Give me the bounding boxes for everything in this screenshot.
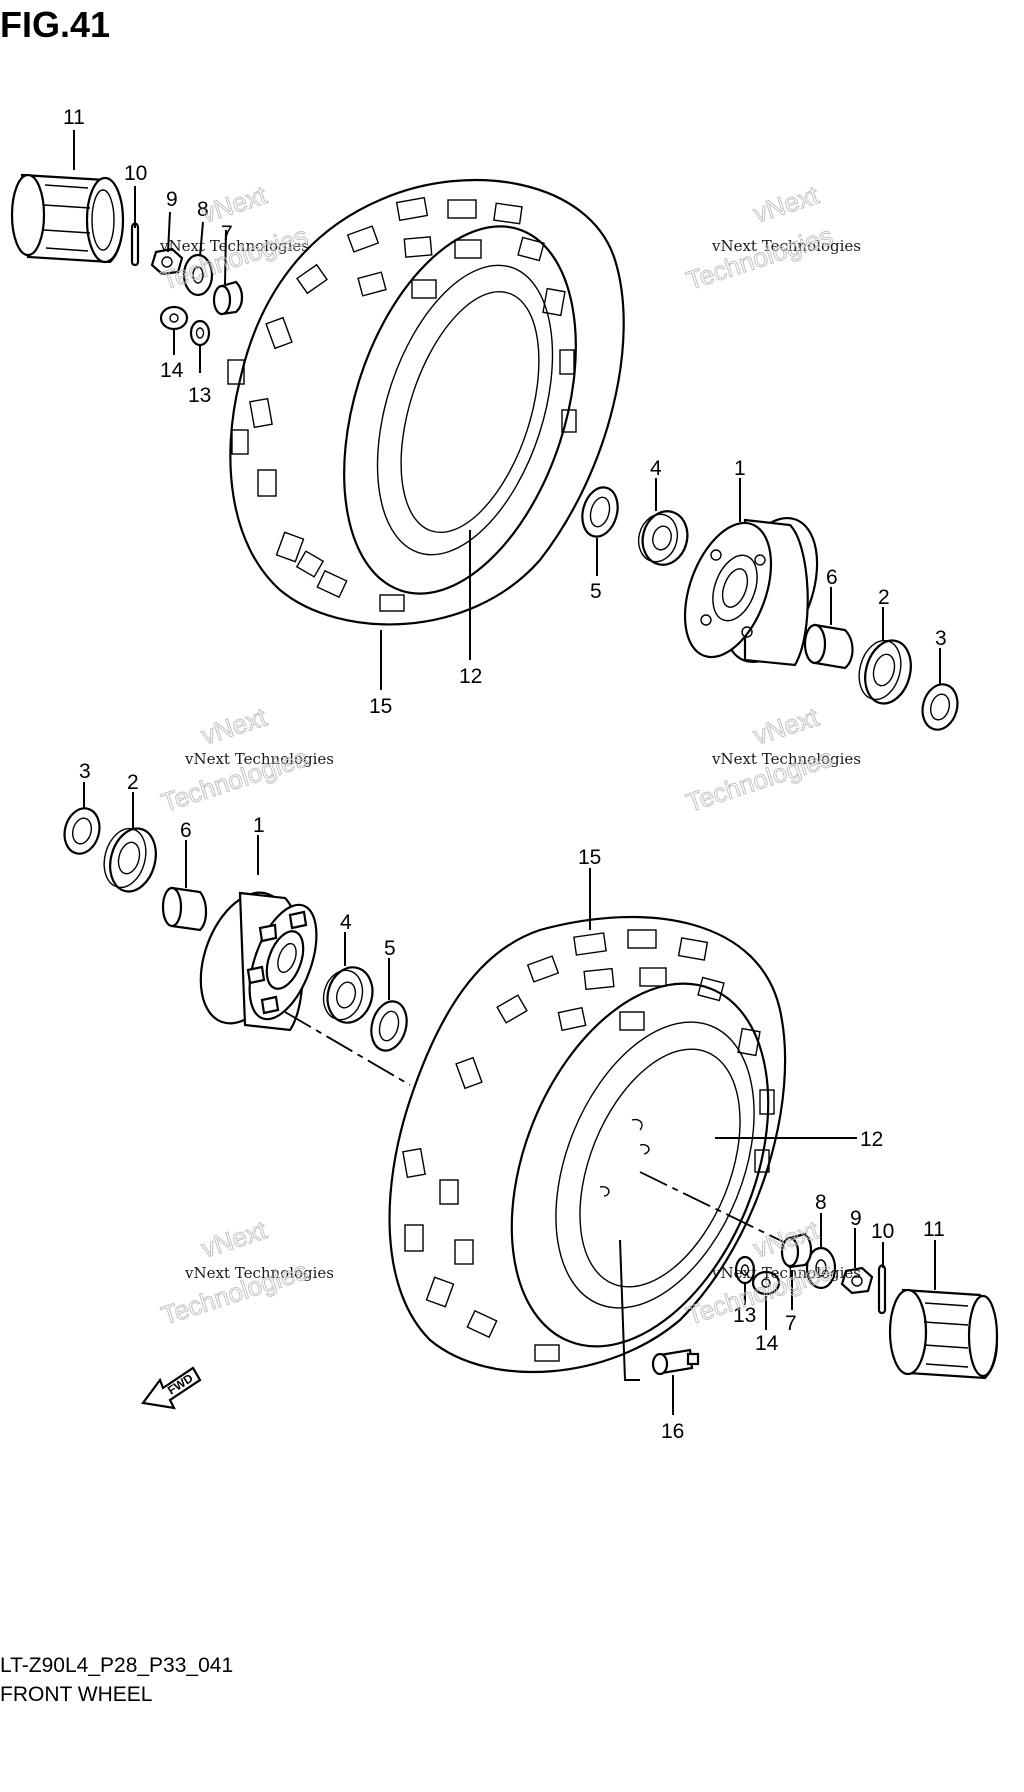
wheel-hub-upper <box>683 516 819 667</box>
upper-wheel-assembly <box>10 130 959 731</box>
callouts-bottom: 3 2 6 1 4 5 15 12 8 9 10 11 13 7 14 16 <box>79 760 945 1443</box>
watermark-5: vNext Technologies vNext Technologies <box>157 1214 334 1331</box>
tire-upper <box>227 178 625 626</box>
spacer-6-upper <box>803 623 854 670</box>
figure-name: FRONT WHEEL <box>0 1683 153 1706</box>
callout-10-bottom: 10 <box>871 1220 894 1243</box>
watermark-3: vNext Technologies vNext Technologies <box>157 701 334 818</box>
callout-16-bottom: 16 <box>661 1420 684 1443</box>
fwd-direction-arrow: FWD <box>141 1366 202 1410</box>
spacer-6-lower <box>161 886 208 932</box>
callout-2-top: 2 <box>878 586 890 609</box>
watermark-text: vNext Technologies <box>711 1264 861 1282</box>
nut-9-upper <box>150 247 184 276</box>
callout-3-bottom: 3 <box>79 760 91 783</box>
watermark-outline-a: vNext <box>198 179 271 228</box>
watermark-outline-a: vNext <box>198 1214 271 1263</box>
callout-9-bottom: 9 <box>850 1207 862 1230</box>
callout-10-top: 10 <box>124 162 147 185</box>
callout-14-top: 14 <box>160 359 184 382</box>
callout-13-top: 13 <box>188 384 211 407</box>
callout-15-bottom: 15 <box>578 846 601 869</box>
callouts-top: 11 10 9 8 7 14 13 4 1 5 6 2 3 12 15 <box>63 106 947 718</box>
nut-14-upper <box>159 305 189 331</box>
wheel-hub-lower <box>199 891 318 1032</box>
callout-12-top: 12 <box>459 665 482 688</box>
nut-9-lower <box>840 1266 874 1295</box>
washer-8-upper <box>182 253 214 297</box>
cotter-pin-10-upper <box>130 222 140 267</box>
callout-5-top: 5 <box>590 580 602 603</box>
watermark-text: vNext Technologies <box>184 750 334 768</box>
callout-9-top: 9 <box>166 188 178 211</box>
figure-code: LT-Z90L4_P28_P33_041 <box>0 1654 234 1677</box>
watermark-2: vNext Technologies vNext Technologies <box>682 179 861 296</box>
callout-11-bottom: 11 <box>923 1218 945 1241</box>
bearing-4-upper <box>637 510 689 566</box>
lower-wheel-assembly: FWD <box>63 782 999 1415</box>
washer-13-upper <box>189 319 211 347</box>
watermark-text: vNext Technologies <box>184 1264 334 1282</box>
callout-13-bottom: 13 <box>733 1304 756 1327</box>
watermark-outline-a: vNext <box>750 701 823 750</box>
watermark-text: vNext Technologies <box>711 750 861 768</box>
oil-seal-3-upper <box>921 683 959 731</box>
callout-15-top: 15 <box>369 695 392 718</box>
oil-seal-5-upper <box>581 486 619 538</box>
watermark-outline-a: vNext <box>750 179 823 228</box>
callout-5-bottom: 5 <box>384 937 396 960</box>
oil-seal-5-lower <box>370 1000 408 1052</box>
callout-4-top: 4 <box>650 457 662 480</box>
callout-8-top: 8 <box>197 198 209 221</box>
callout-6-top: 6 <box>826 566 838 589</box>
figure-title: FIG.41 <box>0 4 111 45</box>
callout-7-bottom: 7 <box>785 1312 797 1335</box>
callout-6-bottom: 6 <box>180 819 192 842</box>
callout-4-bottom: 4 <box>340 911 352 934</box>
callout-7-top: 7 <box>221 222 233 245</box>
watermark-outline-a: vNext <box>198 701 271 750</box>
valve-16 <box>651 1348 700 1376</box>
callout-1-top: 1 <box>734 457 746 480</box>
callout-8-bottom: 8 <box>815 1191 827 1214</box>
callout-14-bottom: 14 <box>755 1332 779 1355</box>
tire-lower <box>388 915 787 1374</box>
callout-11-top: 11 <box>63 106 85 129</box>
washer-13-lower <box>734 1255 756 1285</box>
callout-1-bottom: 1 <box>253 814 265 837</box>
oil-seal-3-lower <box>63 807 101 855</box>
hub-cap-11-upper <box>10 173 125 264</box>
callout-2-bottom: 2 <box>127 771 139 794</box>
watermark-text: vNext Technologies <box>159 237 309 255</box>
cotter-pin-10-lower <box>877 1264 887 1315</box>
hub-cap-11-lower <box>888 1288 999 1380</box>
watermark-outline-b: Technologies <box>683 220 837 295</box>
bearing-4-lower <box>322 966 374 1024</box>
spacer-7-upper <box>212 280 244 316</box>
spacer-7-lower <box>780 1232 813 1269</box>
watermark-text: vNext Technologies <box>711 237 861 255</box>
callout-3-top: 3 <box>935 627 947 650</box>
callout-12-bottom: 12 <box>860 1128 883 1151</box>
bearing-2-lower <box>103 827 157 893</box>
bearing-2-upper <box>858 639 912 705</box>
nut-14-lower <box>751 1270 781 1296</box>
watermark-4: vNext Technologies vNext Technologies <box>682 701 861 818</box>
